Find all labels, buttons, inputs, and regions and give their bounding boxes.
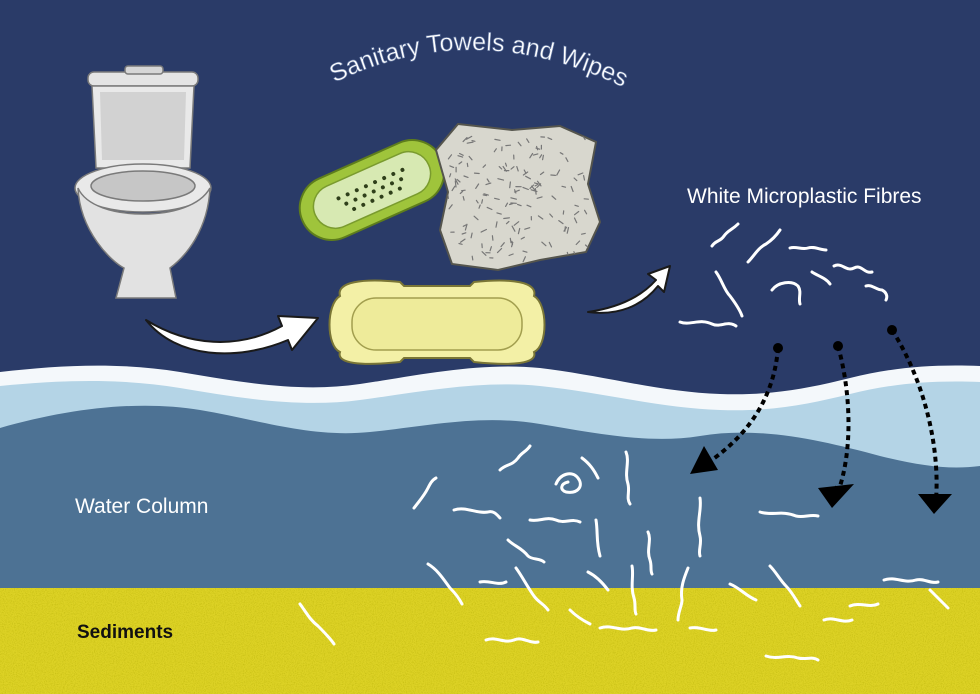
sanitary-pad-icon <box>328 279 546 365</box>
water-column-label: Water Column <box>75 495 209 518</box>
fibre-icon <box>788 245 828 252</box>
fibre-icon <box>758 510 820 519</box>
fibre-icon <box>506 538 546 564</box>
toilet-icon <box>74 65 212 299</box>
flow-arrow-icon <box>587 265 671 314</box>
fibres-label: White Microplastic Fibres <box>687 185 922 208</box>
fibre-icon <box>630 564 638 616</box>
fibre-icon <box>728 582 758 602</box>
fibre-icon <box>484 637 540 644</box>
sinking-arrows <box>701 328 942 505</box>
panty-liner-icon <box>298 139 446 241</box>
fibre-icon <box>864 284 889 302</box>
fibre-icon <box>624 450 632 506</box>
fibre-icon <box>598 625 658 632</box>
fibre-icon <box>678 320 738 328</box>
fibre-icon <box>298 602 336 646</box>
fibre-icon <box>580 456 600 480</box>
fibre-icon <box>412 476 438 510</box>
fibre-icon <box>882 577 940 584</box>
flow-arrow-icon <box>145 315 319 355</box>
sinking-arrow-heads <box>690 446 952 514</box>
sinking-arrow-tails <box>773 325 897 353</box>
fibre-icon <box>568 608 592 626</box>
sinking-arrow-icon <box>890 328 942 505</box>
sediments-label: Sediments <box>77 622 174 643</box>
fibre-icon <box>586 570 610 592</box>
fibre-icon <box>770 281 802 306</box>
fibres-group <box>298 222 950 662</box>
fibre-icon <box>498 444 532 472</box>
fibre-icon <box>646 530 654 576</box>
fibre-icon <box>594 518 602 558</box>
fibre-icon <box>822 617 854 623</box>
fibre-icon <box>848 602 880 608</box>
fibre-icon <box>697 496 703 558</box>
fibre-icon <box>768 564 802 608</box>
fibre-icon <box>832 263 874 274</box>
fibre-icon <box>676 566 690 622</box>
fibre-icon <box>928 588 950 610</box>
wet-wipe-icon <box>434 122 602 272</box>
fibre-icon <box>764 654 820 662</box>
fibre-icon <box>528 517 582 524</box>
fibre-icon <box>452 507 502 520</box>
fibre-icon <box>746 228 782 264</box>
fibre-icon <box>688 626 718 632</box>
sediment-layer <box>0 588 980 694</box>
fibre-icon <box>426 562 464 606</box>
fibre-icon <box>810 270 832 286</box>
fibre-icon <box>514 566 550 612</box>
sinking-arrow-icon <box>835 345 851 497</box>
fibre-icon <box>554 472 582 494</box>
fibre-icon <box>710 222 740 248</box>
fibre-icon <box>478 580 508 585</box>
fibre-icon <box>714 270 744 318</box>
